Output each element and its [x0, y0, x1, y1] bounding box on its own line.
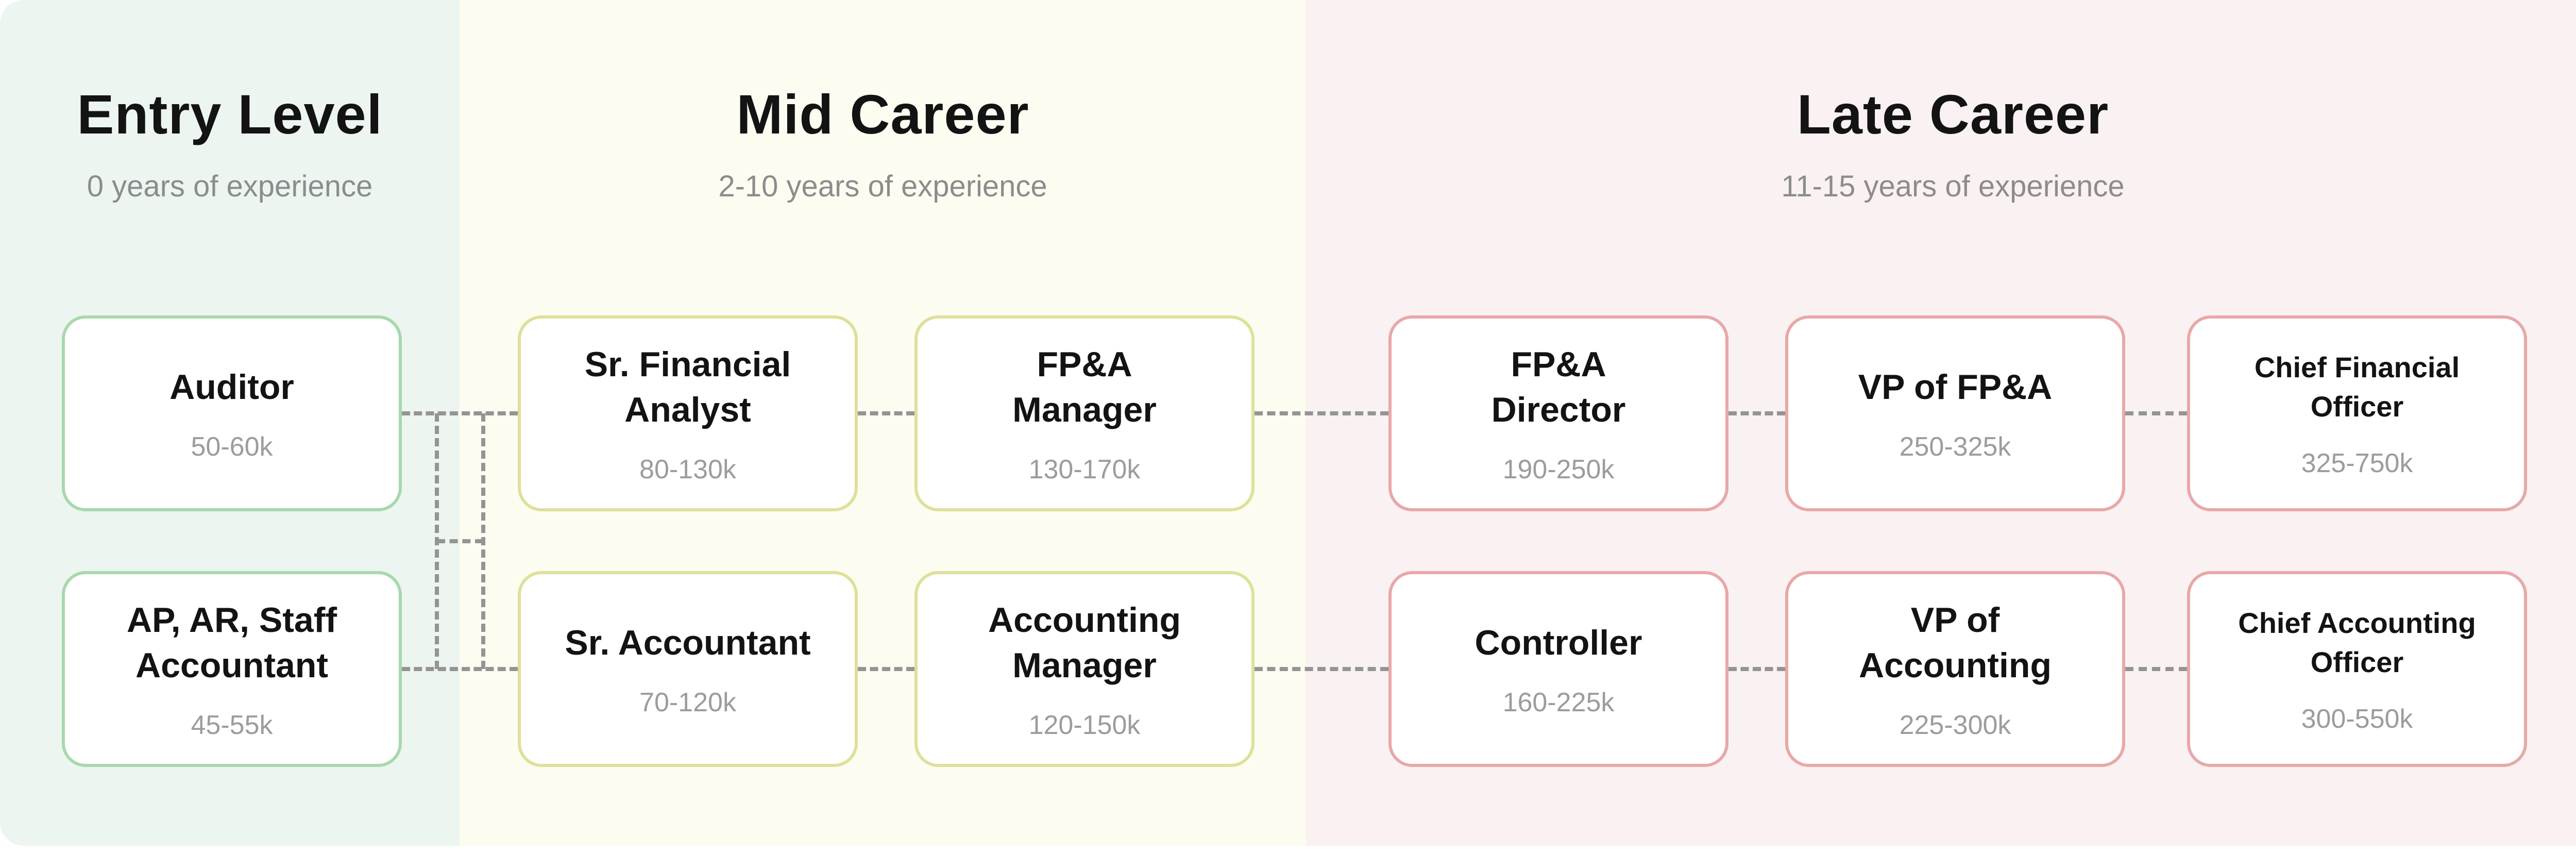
card-job-title: Accounting Manager — [988, 600, 1181, 685]
card-salary-range: 325-750k — [2301, 448, 2413, 478]
card-salary-range: 120-150k — [1028, 710, 1141, 741]
card-salary-range: 300-550k — [2301, 704, 2413, 734]
career-card-ap-ar-staff-accountant: AP, AR, Staff Accountant 45-55k — [62, 571, 402, 767]
card-job-title: FP&A Director — [1491, 344, 1626, 429]
card-salary-range: 130-170k — [1028, 455, 1141, 485]
career-card-controller: Controller 160-225k — [1388, 571, 1728, 767]
section-subtitle: 2-10 years of experience — [718, 170, 1047, 204]
card-job-title: VP of FP&A — [1858, 367, 2053, 407]
card-job-title: Controller — [1475, 623, 1642, 662]
dashed-connector — [858, 667, 914, 671]
career-card-accounting-manager: Accounting Manager 120-150k — [914, 571, 1255, 767]
dashed-connector — [1255, 667, 1388, 671]
section-subtitle: 0 years of experience — [87, 170, 373, 204]
card-salary-range: 45-55k — [191, 710, 273, 741]
dashed-connector — [1728, 667, 1785, 671]
card-job-title: AP, AR, Staff Accountant — [126, 600, 337, 685]
section-title: Entry Level — [77, 83, 383, 145]
card-job-title: Chief Financial Officer — [2254, 351, 2460, 423]
card-job-title: VP of Accounting — [1859, 600, 2052, 685]
section-title: Late Career — [1797, 83, 2109, 145]
career-card-sr-accountant: Sr. Accountant 70-120k — [518, 571, 858, 767]
card-salary-range: 80-130k — [639, 455, 736, 485]
section-header-entry: Entry Level 0 years of experience — [0, 0, 460, 203]
dashed-connector — [858, 411, 914, 415]
card-salary-range: 50-60k — [191, 432, 273, 462]
card-job-title: Chief Accounting Officer — [2238, 607, 2476, 678]
card-salary-range: 190-250k — [1502, 455, 1615, 485]
career-card-fpa-director: FP&A Director 190-250k — [1388, 315, 1728, 511]
card-job-title: FP&A Manager — [1012, 344, 1157, 429]
section-subtitle: 11-15 years of experience — [1781, 170, 2125, 204]
card-salary-range: 250-325k — [1899, 432, 2011, 462]
career-card-auditor: Auditor 50-60k — [62, 315, 402, 511]
card-job-title: Auditor — [170, 367, 294, 407]
section-title: Mid Career — [736, 83, 1029, 145]
career-card-vp-of-fpa: VP of FP&A 250-325k — [1785, 315, 2125, 511]
career-card-vp-of-accounting: VP of Accounting 225-300k — [1785, 571, 2125, 767]
card-salary-range: 70-120k — [639, 688, 736, 718]
dashed-connector — [437, 539, 483, 543]
card-salary-range: 225-300k — [1899, 710, 2011, 741]
career-card-fpa-manager: FP&A Manager 130-170k — [914, 315, 1255, 511]
card-job-title: Sr. Financial Analyst — [584, 344, 791, 429]
dashed-connector — [2125, 667, 2187, 671]
dashed-connector — [2125, 411, 2187, 415]
dashed-connector — [402, 411, 518, 415]
dashed-connector — [402, 667, 518, 671]
dashed-connector — [1255, 411, 1388, 415]
section-header-late: Late Career 11-15 years of experience — [1306, 0, 2576, 203]
card-salary-range: 160-225k — [1502, 688, 1615, 718]
card-job-title: Sr. Accountant — [565, 623, 811, 662]
dashed-connector — [481, 413, 485, 669]
section-header-mid: Mid Career 2-10 years of experience — [460, 0, 1306, 203]
dashed-connector — [1728, 411, 1785, 415]
career-card-sr-financial-analyst: Sr. Financial Analyst 80-130k — [518, 315, 858, 511]
career-card-chief-financial-officer: Chief Financial Officer 325-750k — [2187, 315, 2527, 511]
career-card-chief-accounting-officer: Chief Accounting Officer 300-550k — [2187, 571, 2527, 767]
